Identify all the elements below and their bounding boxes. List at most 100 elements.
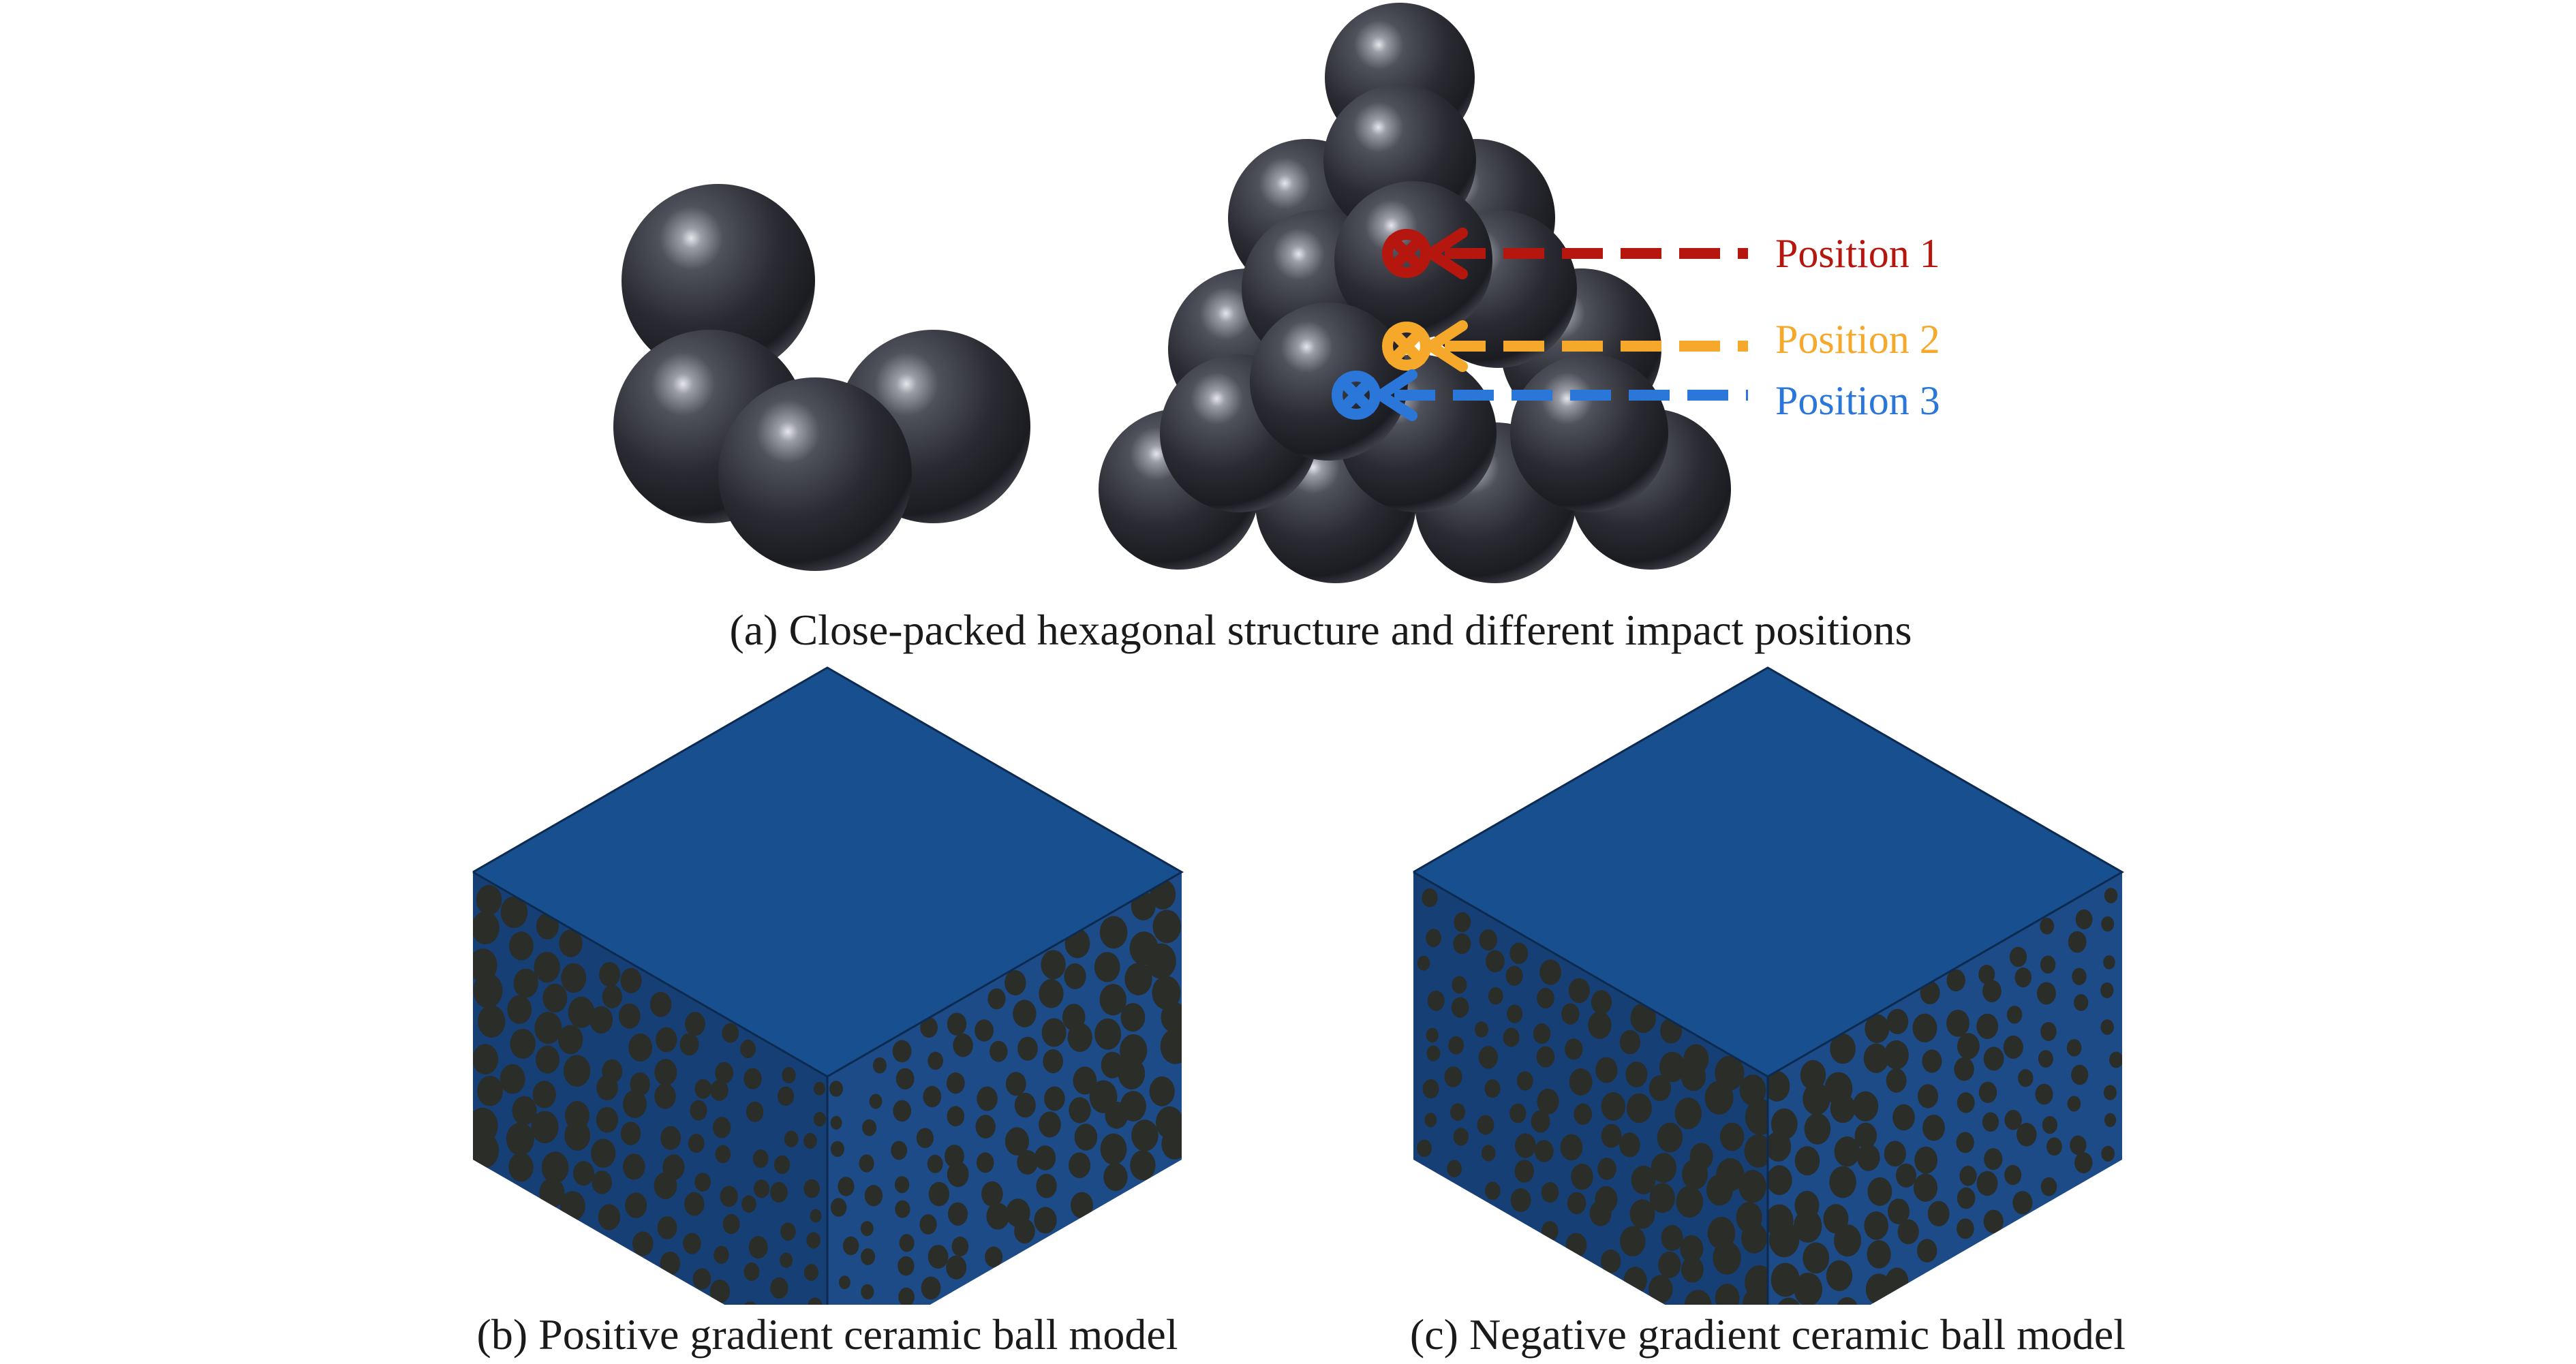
ceramic-inclusion — [838, 1177, 855, 1196]
ceramic-inclusion — [1591, 990, 1612, 1014]
ceramic-inclusion — [1661, 1224, 1683, 1251]
ceramic-inclusion — [1152, 910, 1182, 944]
ceramic-inclusion — [1426, 1027, 1439, 1043]
ceramic-inclusion — [685, 1012, 705, 1036]
ceramic-inclusion — [1099, 984, 1127, 1016]
ceramic-inclusion — [947, 1012, 967, 1036]
ceramic-inclusion — [1631, 1165, 1656, 1194]
ceramic-inclusion — [1533, 1023, 1551, 1044]
ceramic-inclusion — [921, 1276, 941, 1300]
ceramic-inclusion — [1978, 965, 1995, 985]
ceramic-inclusion — [656, 1027, 677, 1053]
ceramic-inclusion — [1427, 990, 1445, 1011]
sphere — [1510, 354, 1668, 512]
ceramic-inclusion — [2035, 1083, 2053, 1105]
ceramic-inclusion — [928, 1181, 950, 1207]
ceramic-inclusion — [1514, 1160, 1534, 1183]
ceramic-inclusion — [814, 1081, 825, 1096]
ceramic-inclusion — [1481, 1145, 1496, 1162]
ceramic-inclusion — [1444, 1066, 1462, 1087]
ceramic-inclusion — [1884, 1040, 1909, 1070]
ceramic-inclusion — [1074, 1123, 1098, 1151]
ceramic-inclusion — [1101, 1051, 1124, 1079]
ceramic-inclusion — [722, 1213, 740, 1235]
ceramic-inclusion — [987, 988, 1006, 1010]
arrow-head-icon — [1421, 320, 1468, 372]
ceramic-inclusion — [722, 1023, 739, 1043]
ceramic-inclusion — [623, 1089, 647, 1118]
ceramic-inclusion — [1834, 1224, 1861, 1257]
ceramic-inclusion — [1426, 929, 1441, 948]
ceramic-inclusion — [916, 1128, 934, 1149]
ceramic-inclusion — [1623, 1267, 1647, 1295]
ceramic-inclusion — [1768, 1131, 1792, 1162]
ceramic-inclusion — [1130, 1150, 1156, 1181]
ceramic-inclusion — [1619, 1132, 1640, 1158]
ceramic-inclusion — [1886, 1008, 1909, 1034]
ceramic-inclusion — [1426, 1045, 1441, 1061]
ceramic-inclusion — [1536, 1046, 1555, 1068]
ceramic-inclusion — [1804, 1113, 1831, 1145]
ceramic-inclusion — [1041, 1018, 1067, 1047]
ceramic-inclusion — [573, 1161, 594, 1186]
ceramic-inclusion — [1516, 1071, 1533, 1091]
ceramic-inclusion — [1768, 1222, 1800, 1258]
ceramic-inclusion — [1886, 1068, 1907, 1093]
ceramic-inclusion — [895, 1068, 915, 1090]
ceramic-inclusion — [2075, 909, 2093, 929]
ceramic-inclusion — [1537, 1088, 1559, 1115]
ceramic-inclusion — [620, 1121, 641, 1145]
ceramic-inclusion — [1152, 976, 1181, 1010]
ceramic-inclusion — [898, 1287, 915, 1307]
ceramic-inclusion — [1982, 1112, 1999, 1132]
ceramic-inclusion — [596, 1106, 619, 1133]
ceramic-inclusion — [1571, 1164, 1593, 1190]
ceramic-inclusion — [478, 1005, 506, 1038]
ceramic-inclusion — [1452, 976, 1467, 994]
ceramic-inclusion — [649, 991, 672, 1017]
impact-marker-3 — [1332, 369, 1748, 421]
ceramic-inclusion — [476, 884, 502, 915]
ceramic-inclusion — [1064, 963, 1086, 989]
sphere-pyramid — [1099, 3, 1731, 583]
ceramic-inclusion — [1954, 1057, 1974, 1081]
ceramic-inclusion — [839, 1275, 850, 1290]
ceramic-inclusion — [1597, 1158, 1616, 1180]
ceramic-inclusion — [2036, 982, 2056, 1005]
ceramic-inclusion — [1625, 1061, 1648, 1087]
ceramic-inclusion — [477, 1076, 503, 1106]
ceramic-inclusion — [947, 1106, 965, 1127]
ceramic-inclusion — [1741, 1222, 1768, 1254]
ceramic-inclusion — [1131, 1119, 1159, 1151]
ceramic-inclusion — [2040, 955, 2056, 974]
ceramic-inclusion — [1601, 1092, 1625, 1121]
ceramic-inclusion — [2101, 1145, 2115, 1162]
ceramic-inclusion — [1510, 1188, 1531, 1212]
ceramic-inclusion — [1043, 1049, 1064, 1074]
ceramic-inclusion — [1649, 1275, 1673, 1303]
ceramic-inclusion — [899, 1234, 915, 1252]
ceramic-inclusion — [1041, 950, 1066, 980]
ceramic-inclusion — [714, 1245, 729, 1265]
ceramic-inclusion — [927, 1051, 943, 1070]
ceramic-inclusion — [830, 1115, 842, 1130]
ceramic-inclusion — [2012, 1191, 2033, 1215]
cube-positive-gradient — [472, 666, 1184, 1364]
impact-marker-1 — [1382, 228, 1748, 279]
ceramic-inclusion — [473, 1044, 499, 1074]
ceramic-inclusion — [770, 1181, 788, 1203]
ceramic-inclusion — [2006, 1006, 2023, 1024]
ceramic-inclusion — [990, 1040, 1008, 1062]
ceramic-inclusion — [741, 1195, 756, 1213]
ceramic-inclusion — [740, 1040, 756, 1058]
ceramic-inclusion — [2072, 967, 2087, 985]
ceramic-inclusion — [509, 931, 534, 961]
ceramic-inclusion — [753, 1179, 770, 1198]
ceramic-inclusion — [1922, 1049, 1942, 1073]
ceramic-inclusion — [2074, 1152, 2093, 1174]
ceramic-inclusion — [861, 1248, 875, 1265]
ceramic-inclusion — [752, 1149, 769, 1168]
ceramic-inclusion — [1620, 1226, 1646, 1256]
ceramic-inclusion — [1505, 965, 1523, 986]
ceramic-inclusion — [1867, 1240, 1891, 1269]
